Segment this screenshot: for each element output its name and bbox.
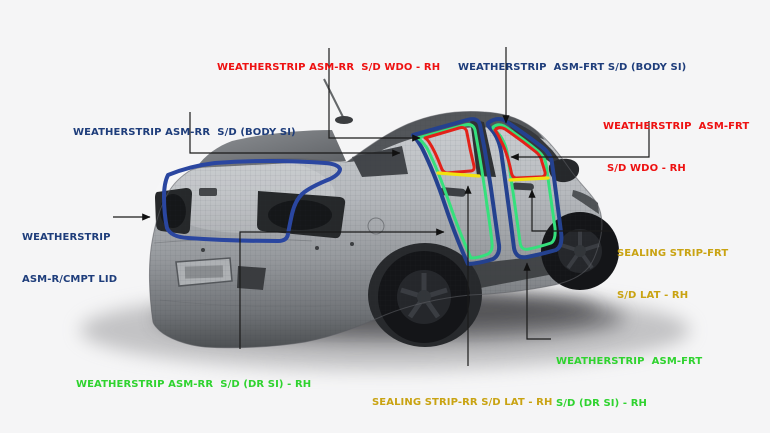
label-text: WEATHERSTRIP	[22, 232, 111, 243]
label-text: WEATHERSTRIP ASM-RR S/D (DR SI) - RH	[76, 379, 312, 390]
rear-door-window-weatherstrip	[423, 126, 476, 175]
label-text: WEATHERSTRIP ASM-RR S/D WDO - RH	[217, 62, 441, 73]
label-weatherstrip-asm-frt-sd-body-si: WEATHERSTRIP ASM-FRT S/D (BODY SI)	[458, 33, 686, 103]
label-weatherstrip-asm-frt-sd-dr-si-rh: WEATHERSTRIP ASM-FRT S/D (DR SI) - RH	[556, 327, 702, 433]
label-sealing-strip-frt-sd-lat-rh: SEALING STRIP-FRT S/D LAT - RH	[617, 219, 728, 331]
label-text: WEATHERSTRIP ASM-FRT S/D (BODY SI)	[458, 62, 687, 73]
label-weatherstrip-asm-rr-sd-dr-si-rh: WEATHERSTRIP ASM-RR S/D (DR SI) - RH	[76, 350, 311, 420]
front-door-sealing-strip	[508, 176, 550, 182]
leader-rr-sd-dr	[239, 228, 445, 349]
label-weatherstrip-asm-rr-sd-wdo-rh: WEATHERSTRIP ASM-RR S/D WDO - RH	[217, 33, 440, 103]
label-text: S/D WDO - RH	[607, 163, 686, 174]
leader-lines	[113, 47, 650, 366]
front-door-window-weatherstrip	[493, 126, 547, 180]
label-weatherstrip-asm-rr-sd-body-si: WEATHERSTRIP ASM-RR S/D (BODY SI)	[73, 98, 296, 168]
label-text: WEATHERSTRIP ASM-FRT	[603, 121, 750, 132]
label-text: WEATHERSTRIP ASM-FRT	[556, 356, 703, 367]
rear-door-dr-weatherstrip	[416, 123, 494, 260]
leader-frt-sd-dr	[523, 262, 551, 340]
label-text: S/D (DR SI) - RH	[556, 398, 647, 409]
leader-frt-sd-wdo	[510, 121, 650, 161]
leader-rr-sd-wdo	[328, 48, 421, 142]
label-text: WEATHERSTRIP ASM-RR S/D (BODY SI)	[73, 127, 296, 138]
weatherstrips	[162, 117, 564, 266]
rear-door-sealing-strip	[436, 171, 481, 178]
label-text: ASM-R/CMPT LID	[22, 274, 118, 285]
label-text: S/D LAT - RH	[617, 290, 689, 301]
leader-rr-sd-body	[189, 112, 401, 157]
label-weatherstrip-asm-frt-sd-wdo-rh: WEATHERSTRIP ASM-FRT S/D WDO - RH	[603, 92, 749, 204]
rear-windshield	[196, 130, 346, 168]
label-text: SEALING STRIP-FRT	[617, 248, 729, 259]
rear-door-body-weatherstrip	[411, 117, 502, 266]
antenna	[323, 78, 353, 124]
label-weatherstrip-asm-r-cmpt-lid: WEATHERSTRIP ASM-R/CMPT LID	[22, 203, 117, 315]
label-sealing-strip-rr-sd-lat-rh: SEALING STRIP-RR S/D LAT - RH	[372, 368, 552, 433]
front-door-body-weatherstrip	[485, 117, 564, 260]
label-text: SEALING STRIP-RR S/D LAT - RH	[372, 397, 553, 408]
trunk-lid-weatherstrip	[162, 159, 342, 243]
leader-sealing-frt	[528, 189, 613, 232]
